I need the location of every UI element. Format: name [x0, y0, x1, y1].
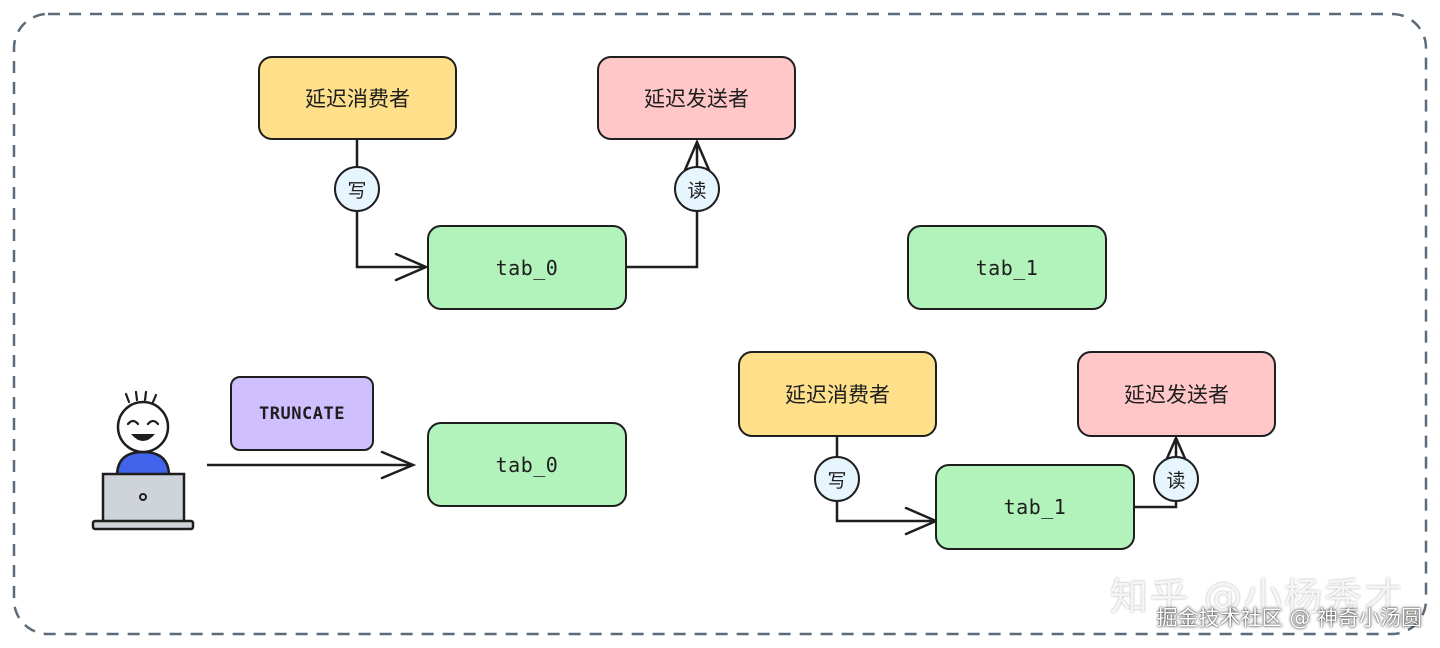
read-badge-bottom: 读 [1153, 456, 1199, 502]
consumer-box-top: 延迟消费者 [258, 56, 457, 140]
person-at-laptop-icon [91, 390, 195, 531]
truncate-arrowhead [380, 450, 417, 480]
truncate-command-box: TRUNCATE [230, 376, 374, 451]
table-box-tab0-top: tab_0 [427, 225, 627, 310]
dashed-frame [12, 12, 1428, 636]
consumer-box-bottom: 延迟消费者 [738, 351, 937, 437]
zhihu-watermark: 知乎 @小杨秀才 [1109, 575, 1404, 619]
write-arrowhead-top [394, 252, 430, 282]
sender-box-top: 延迟发送者 [597, 56, 796, 140]
juejin-watermark: 掘金技术社区 @ 神奇小汤圆 [1156, 606, 1422, 630]
read-arrowhead-top [683, 138, 711, 172]
write-badge-bottom: 写 [814, 456, 860, 502]
table-box-tab1-top: tab_1 [907, 225, 1107, 310]
table-box-tab0-bottom: tab_0 [427, 422, 627, 507]
read-badge-top: 读 [674, 166, 720, 212]
table-box-tab1-bottom: tab_1 [935, 464, 1135, 550]
read-arrowhead-bottom [1163, 434, 1189, 465]
sender-box-bottom: 延迟发送者 [1077, 351, 1276, 437]
write-badge-top: 写 [334, 166, 380, 212]
